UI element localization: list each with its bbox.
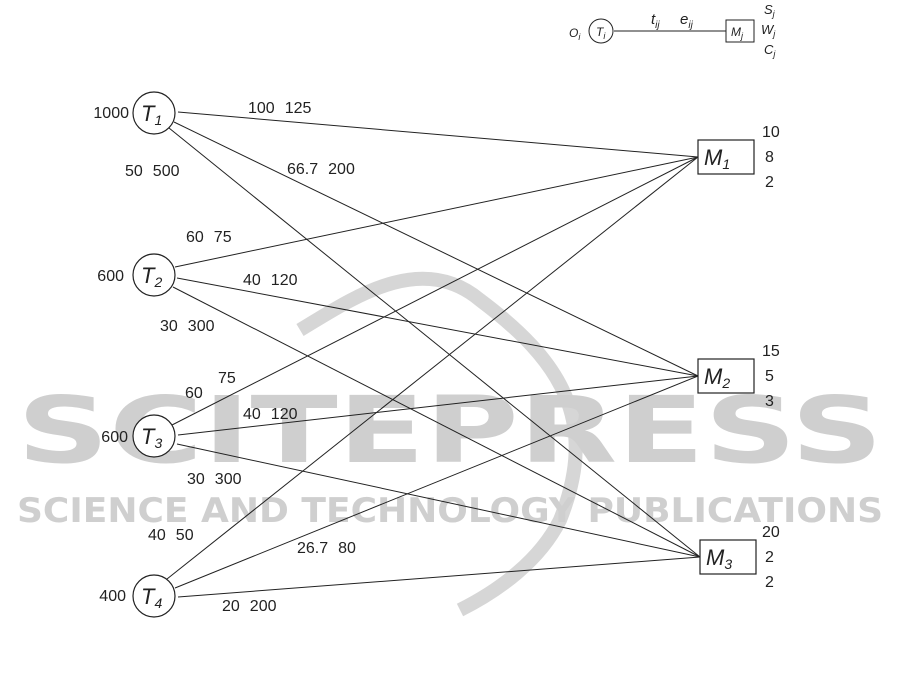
- legend: Oi Ti tij eij Mj Sj Wj Cj: [569, 2, 776, 59]
- machine-c-1: 2: [765, 174, 774, 191]
- task-node-1: T1 1000: [93, 92, 175, 134]
- legend-s: Sj: [764, 2, 776, 19]
- edge-t1-m2: [174, 122, 698, 376]
- edge-label-t3-m1-e: 75: [218, 370, 236, 387]
- machine-w-1: 8: [765, 149, 774, 166]
- machine-c-2: 3: [765, 393, 774, 410]
- machine-w-2: 5: [765, 368, 774, 385]
- machine-c-3: 2: [765, 574, 774, 591]
- machine-s-3: 20: [762, 524, 780, 541]
- edge-label-t3-m1-t: 60: [185, 385, 203, 402]
- machine-node-1: M1 10 8 2: [698, 124, 780, 191]
- task-value-3: 600: [101, 429, 128, 446]
- legend-w: Wj: [761, 22, 776, 39]
- machine-w-3: 2: [765, 549, 774, 566]
- watermark-subtitle: SCIENCE AND TECHNOLOGY PUBLICATIONS: [17, 491, 883, 531]
- legend-origin: Oi: [569, 26, 581, 42]
- legend-c: Cj: [764, 42, 776, 59]
- task-value-4: 400: [99, 588, 126, 605]
- task-value-1: 1000: [93, 105, 129, 122]
- legend-time: tij: [651, 11, 660, 31]
- task-node-2: T2 600: [97, 254, 175, 296]
- edge-t2-m1: [175, 157, 698, 267]
- edge-t2-m2: [177, 278, 698, 376]
- edge-t4-m3: [178, 557, 700, 597]
- task-node-4: T4 400: [99, 575, 175, 617]
- legend-energy: eij: [680, 11, 694, 31]
- machine-s-2: 15: [762, 343, 780, 360]
- task-value-2: 600: [97, 268, 124, 285]
- edge-t1-m1: [178, 112, 698, 157]
- machine-s-1: 10: [762, 124, 780, 141]
- machine-node-3: M3 20 2 2: [700, 524, 780, 591]
